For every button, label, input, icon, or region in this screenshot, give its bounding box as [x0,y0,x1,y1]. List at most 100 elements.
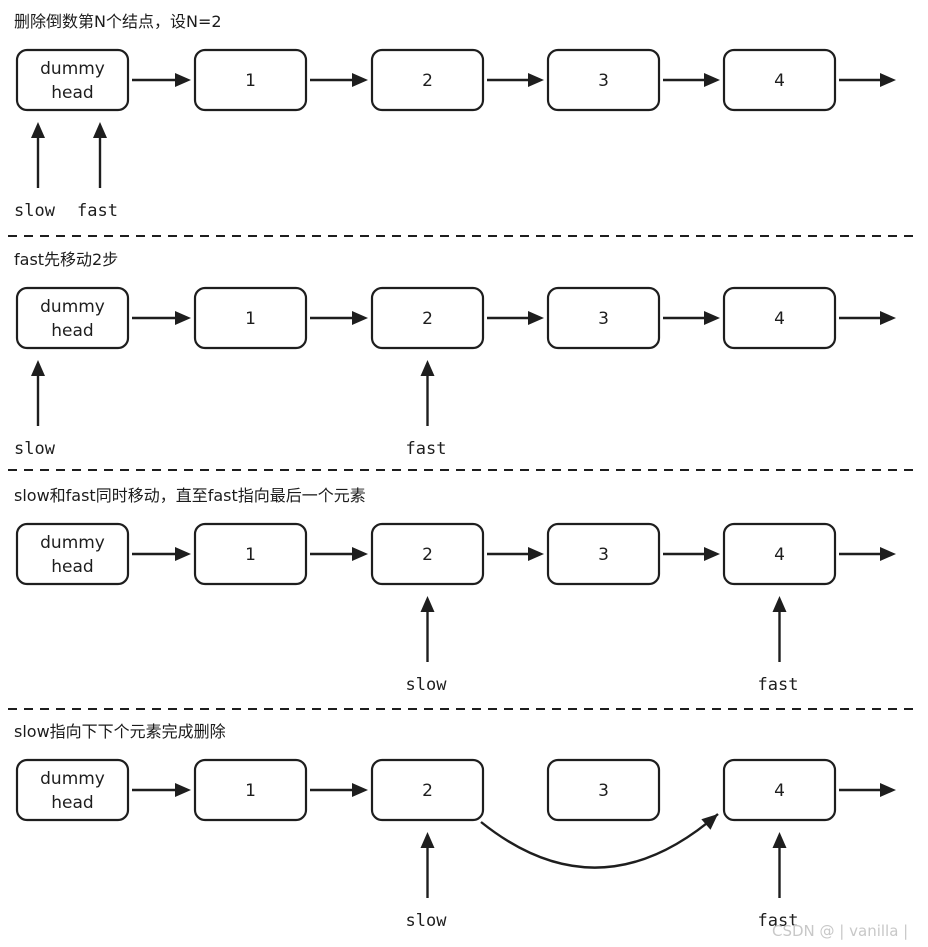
section-2: fast先移动2步 dummy head 1 2 3 4 slow fast [14,250,896,459]
node-2: 2 [370,522,485,586]
node-label-line: dummy [40,59,105,79]
node-label: 4 [774,781,785,801]
node-label: 3 [598,309,609,329]
slow-pointer-arrowhead [420,596,435,612]
node-label-line: head [51,321,93,341]
next-link-arrowhead [704,73,720,87]
next-link-arrowhead [880,73,896,87]
node-box [546,758,661,822]
slow-pointer-label: slow [14,201,56,221]
slow-pointer-arrowhead [31,360,45,376]
fast-pointer-arrowhead [772,596,787,612]
skip-link-arrowhead [701,814,718,830]
next-link-arrowhead [528,73,544,87]
slow-pointer-arrowhead [420,832,435,848]
slow-pointer-label: slow [14,439,56,459]
node-2: 2 [370,758,485,822]
node-label: 1 [245,545,256,565]
node-1: 1 [193,522,308,586]
node-3: 3 [546,758,661,822]
node-label-line: head [51,793,93,813]
node-box [15,286,130,350]
node-label: 4 [774,309,785,329]
slow-pointer-arrowhead [31,122,45,138]
next-link-arrowhead [704,547,720,561]
node-box [15,522,130,586]
node-box [722,286,837,350]
node-box [193,522,308,586]
node-4: 4 [722,522,837,586]
node-3: 3 [546,286,661,350]
node-4: 4 [722,758,837,822]
node-label: dummy head [40,297,105,341]
section-title: fast先移动2步 [14,250,118,269]
next-link-arrowhead [175,311,191,325]
node-1: 1 [193,286,308,350]
node-box [193,48,308,112]
node-label: 2 [422,309,433,329]
node-dummy-head: dummy head [15,48,130,112]
node-label-line: head [51,83,93,103]
node-dummy-head: dummy head [15,758,130,822]
node-box [722,758,837,822]
watermark: CSDN @ | vanilla | [772,922,908,940]
next-link-arrowhead [175,547,191,561]
node-box [370,286,485,350]
node-label: 3 [598,545,609,565]
section-1: 删除倒数第N个结点，设N=2 dummy head 1 2 3 4 slow fast [14,12,896,221]
separators [8,235,920,710]
section-title: 删除倒数第N个结点，设N=2 [14,12,222,31]
node-box [722,48,837,112]
node-2: 2 [370,48,485,112]
node-1: 1 [193,758,308,822]
node-box [15,48,130,112]
fast-pointer-arrowhead [420,360,435,376]
node-label: 4 [774,545,785,565]
slow-pointer-label: slow [406,675,448,695]
node-label: dummy head [40,59,105,103]
section-title: slow指向下下个元素完成删除 [14,722,226,741]
node-dummy-head: dummy head [15,286,130,350]
node-box [193,286,308,350]
node-box [546,48,661,112]
fast-pointer-arrowhead [93,122,107,138]
node-label-line: dummy [40,769,105,789]
node-label: 3 [598,71,609,91]
node-3: 3 [546,48,661,112]
node-label: 1 [245,781,256,801]
node-label: 4 [774,71,785,91]
node-label: 1 [245,309,256,329]
node-1: 1 [193,48,308,112]
node-box [370,48,485,112]
node-label-line: head [51,557,93,577]
node-box [546,522,661,586]
node-label: 2 [422,71,433,91]
fast-pointer-label: fast [758,911,799,931]
next-link-arrowhead [175,783,191,797]
node-label-line: dummy [40,297,105,317]
fast-pointer-label: fast [758,675,799,695]
node-4: 4 [722,286,837,350]
fast-pointer-label: fast [77,201,118,221]
node-2: 2 [370,286,485,350]
next-link-arrowhead [528,547,544,561]
next-link-arrowhead [704,311,720,325]
node-3: 3 [546,522,661,586]
next-link-arrowhead [352,311,368,325]
node-4: 4 [722,48,837,112]
next-link-arrowhead [880,783,896,797]
next-link-arrowhead [880,547,896,561]
next-link-arrowhead [175,73,191,87]
node-box [193,758,308,822]
node-box [546,286,661,350]
node-box [370,522,485,586]
next-link-arrowhead [352,547,368,561]
fast-pointer-label: fast [406,439,447,459]
next-link-arrowhead [528,311,544,325]
next-link-arrowhead [352,73,368,87]
